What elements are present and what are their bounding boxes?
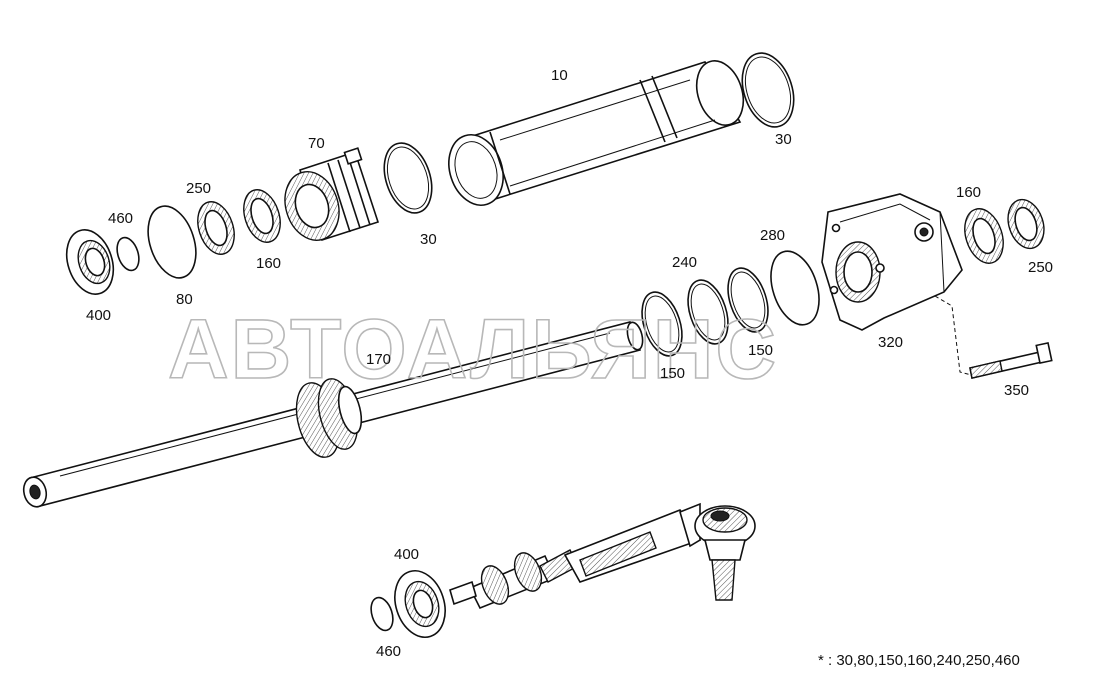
- label-400-top: 400: [86, 307, 111, 324]
- ring-460-top: [116, 236, 140, 272]
- label-460-bottom: 460: [376, 643, 401, 660]
- label-160-left: 160: [256, 255, 281, 272]
- watermark: АВТОАЛЬЯНС: [168, 302, 778, 396]
- seal-160-left: [243, 189, 281, 243]
- label-30-left: 30: [420, 231, 437, 248]
- o-ring-80: [147, 205, 197, 279]
- label-250-right: 250: [1028, 259, 1053, 276]
- seal-160-right: [964, 208, 1004, 264]
- ring-240: [687, 279, 729, 345]
- guide-bushing-70: [284, 147, 380, 242]
- tie-rod-end-assembly: [449, 502, 756, 610]
- label-80: 80: [176, 291, 193, 308]
- label-460-top: 460: [108, 210, 133, 227]
- label-320: 320: [878, 334, 903, 351]
- label-160-right: 160: [956, 184, 981, 201]
- wiper-400-bottom: [394, 570, 446, 638]
- label-70: 70: [308, 135, 325, 152]
- label-150-b: 150: [660, 365, 685, 382]
- wiper-400-top: [65, 229, 115, 295]
- leader-320-350: [934, 295, 976, 377]
- label-400-bottom: 400: [394, 546, 419, 563]
- seal-250-left: [197, 201, 235, 255]
- label-10: 10: [551, 67, 568, 84]
- label-250-left: 250: [186, 180, 211, 197]
- label-30-right: 30: [775, 131, 792, 148]
- label-150-a: 150: [748, 342, 773, 359]
- o-ring-30-right: [741, 52, 795, 128]
- label-280: 280: [760, 227, 785, 244]
- cylinder-head-320: [821, 193, 963, 331]
- piston-rod-170: [22, 321, 644, 508]
- bolt-350: [969, 342, 1053, 379]
- footnote: * : 30,80,150,160,240,250,460: [818, 652, 1020, 669]
- ring-460-bottom: [370, 596, 394, 632]
- seal-250-right: [1007, 198, 1045, 250]
- label-350: 350: [1004, 382, 1029, 399]
- cylinder-tube: [448, 60, 745, 206]
- o-ring-30-left: [383, 142, 433, 214]
- label-240: 240: [672, 254, 697, 271]
- ring-150-b: [641, 291, 683, 357]
- label-170: 170: [366, 351, 391, 368]
- o-ring-280: [770, 250, 820, 326]
- ring-150-a: [727, 267, 769, 333]
